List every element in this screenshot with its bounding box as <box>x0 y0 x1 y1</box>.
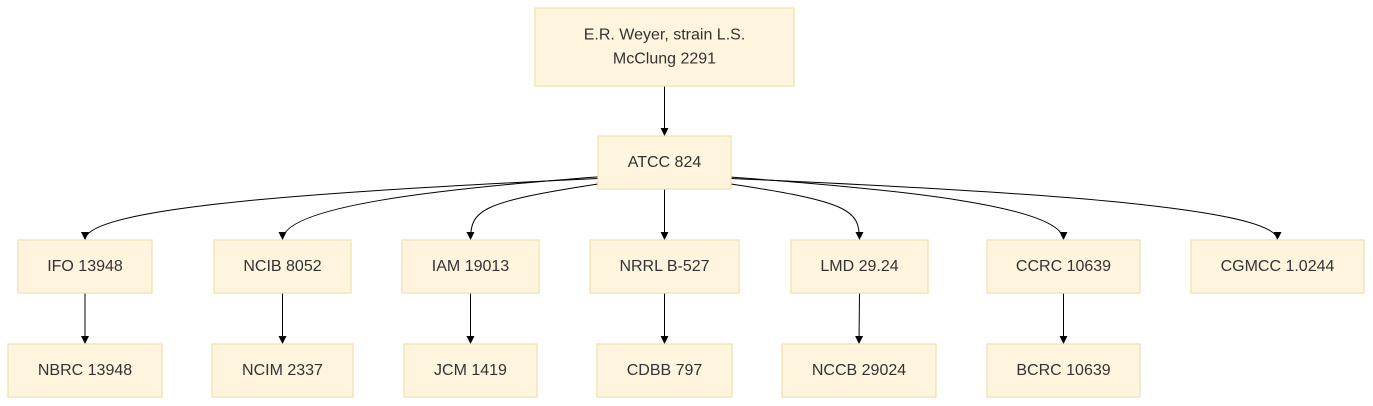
node-label-nccb-line-0: NCCB 29024 <box>812 362 906 379</box>
node-root: E.R. Weyer, strain L.S. McClung 2291 <box>534 7 795 87</box>
node-label-cdbb-line-0: CDBB 797 <box>627 362 703 379</box>
node-label-ifo-line-0: IFO 13948 <box>47 258 123 275</box>
edge-atcc-to-ifo <box>81 178 599 241</box>
node-label-ccrc-line-0: CCRC 10639 <box>1016 258 1111 275</box>
node-lmd: LMD 29.24 <box>790 239 929 294</box>
node-box-nbrc <box>7 343 163 398</box>
edge-lmd-to-nccb <box>855 292 864 345</box>
node-box-cgmcc <box>1190 239 1365 294</box>
node-nrrl: NRRL B-527 <box>589 239 740 294</box>
node-label-nrrl-line-0: NRRL B-527 <box>619 258 709 275</box>
edge-atcc-to-ccrc <box>730 176 1068 241</box>
node-label-cgmcc-line-0: CGMCC 1.0244 <box>1221 258 1335 275</box>
edges-layer <box>81 86 1282 345</box>
node-label-ncim-line-0: NCIM 2337 <box>242 362 323 379</box>
node-box-cdbb <box>596 343 733 398</box>
node-label-jcm-line-0: JCM 1419 <box>434 362 507 379</box>
node-box-ifo <box>17 239 153 294</box>
node-box-ccrc <box>986 239 1141 294</box>
nodes-layer: E.R. Weyer, strain L.S. McClung 2291ATCC … <box>7 7 1365 398</box>
node-cgmcc: CGMCC 1.0244 <box>1190 239 1365 294</box>
node-box-nrrl <box>589 239 740 294</box>
node-label-atcc-line-0: ATCC 824 <box>628 154 702 171</box>
node-box-bcrc <box>986 343 1141 398</box>
node-label-lmd-line-0: LMD 29.24 <box>820 258 898 275</box>
node-bcrc: BCRC 10639 <box>986 343 1141 398</box>
node-label-iam-line-0: IAM 19013 <box>432 258 509 275</box>
node-jcm: JCM 1419 <box>403 343 538 398</box>
edge-atcc-to-cgmcc <box>730 178 1282 241</box>
node-nccb: NCCB 29024 <box>781 343 937 398</box>
node-box-jcm <box>403 343 538 398</box>
edge-atcc-to-lmd <box>730 183 864 241</box>
node-box-lmd <box>790 239 929 294</box>
node-ncib: NCIB 8052 <box>213 239 352 294</box>
node-label-root-line-1: McClung 2291 <box>613 51 716 68</box>
node-ccrc: CCRC 10639 <box>986 239 1141 294</box>
node-ncim: NCIM 2337 <box>211 343 354 398</box>
node-label-bcrc-line-0: BCRC 10639 <box>1016 362 1110 379</box>
edge-atcc-to-iam <box>466 183 599 241</box>
node-atcc: ATCC 824 <box>597 135 732 190</box>
node-box-ncib <box>213 239 352 294</box>
node-cdbb: CDBB 797 <box>596 343 733 398</box>
node-box-nccb <box>781 343 937 398</box>
node-box-ncim <box>211 343 354 398</box>
node-label-nbrc-line-0: NBRC 13948 <box>38 362 132 379</box>
node-box-iam <box>401 239 540 294</box>
node-nbrc: NBRC 13948 <box>7 343 163 398</box>
edge-atcc-to-ncib <box>278 176 599 241</box>
node-ifo: IFO 13948 <box>17 239 153 294</box>
node-label-ncib-line-0: NCIB 8052 <box>243 258 321 275</box>
node-box-root <box>534 7 795 87</box>
node-iam: IAM 19013 <box>401 239 540 294</box>
node-box-atcc <box>597 135 732 190</box>
node-label-root-line-0: E.R. Weyer, strain L.S. <box>584 27 746 44</box>
